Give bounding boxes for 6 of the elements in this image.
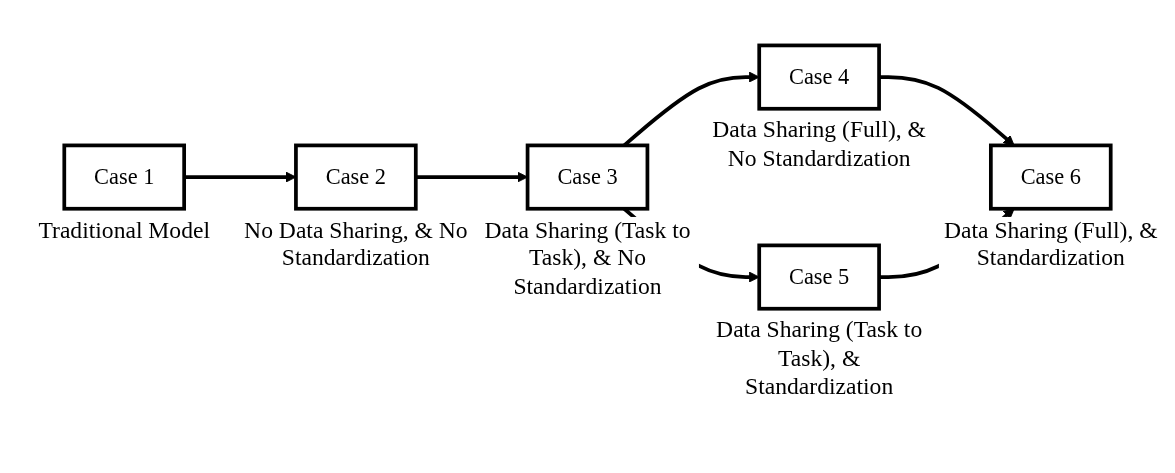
- node-box: Case 2: [294, 143, 418, 211]
- node-box: Case 3: [525, 143, 650, 211]
- node-box: Case 4: [757, 43, 881, 111]
- node-box: Case 5: [757, 243, 881, 311]
- node-box: Case 1: [62, 143, 186, 211]
- node-box: Case 6: [989, 143, 1113, 211]
